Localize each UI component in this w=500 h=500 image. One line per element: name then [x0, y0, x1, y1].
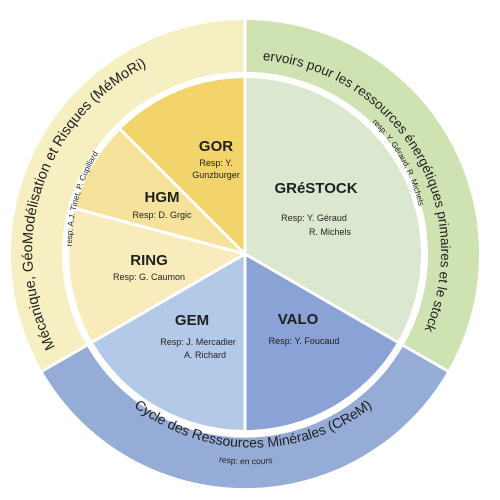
sector-valo: [245, 254, 398, 430]
ring-separator-left: [41, 344, 88, 373]
gem-label: GEM: [175, 312, 209, 329]
gor-resp-line1: Resp: Y.: [199, 158, 232, 168]
grestock-resp-line2: R. Michels: [309, 227, 352, 237]
outer-segment-crem: [42, 345, 448, 489]
outer-segment-reservoirs: [245, 19, 480, 371]
sector-gem: [92, 254, 245, 430]
valo-resp-line1: Resp: Y. Foucaud: [269, 336, 340, 346]
grestock-label: GRéSTOCK: [274, 180, 357, 197]
gem-resp-line2: A. Richard: [184, 350, 226, 360]
sector-ring: [69, 208, 245, 342]
outer-segment-memori: [10, 19, 246, 371]
valo-label: VALO: [278, 311, 319, 328]
hgm-resp-line1: Resp: D. Grgic: [132, 210, 192, 220]
gor-label: GOR: [199, 138, 233, 155]
sector-hgm: [75, 129, 245, 254]
gem-resp-line1: Resp: J. Mercadier: [160, 337, 236, 347]
sector-gor: [120, 77, 245, 254]
ring-resp-line1: Resp: G. Caumon: [113, 272, 185, 282]
hgm-label: HGM: [145, 189, 180, 206]
grestock-resp-line1: Resp: Y. Géraud: [281, 213, 347, 223]
sector-grestock: [245, 78, 421, 342]
crem-resp: resp: en cours: [219, 454, 273, 466]
ring-label: RING: [130, 252, 168, 269]
gor-resp-line2: Gunzburger: [192, 170, 240, 180]
ring-separator-right: [402, 344, 449, 373]
sector-separators: [74, 78, 399, 430]
